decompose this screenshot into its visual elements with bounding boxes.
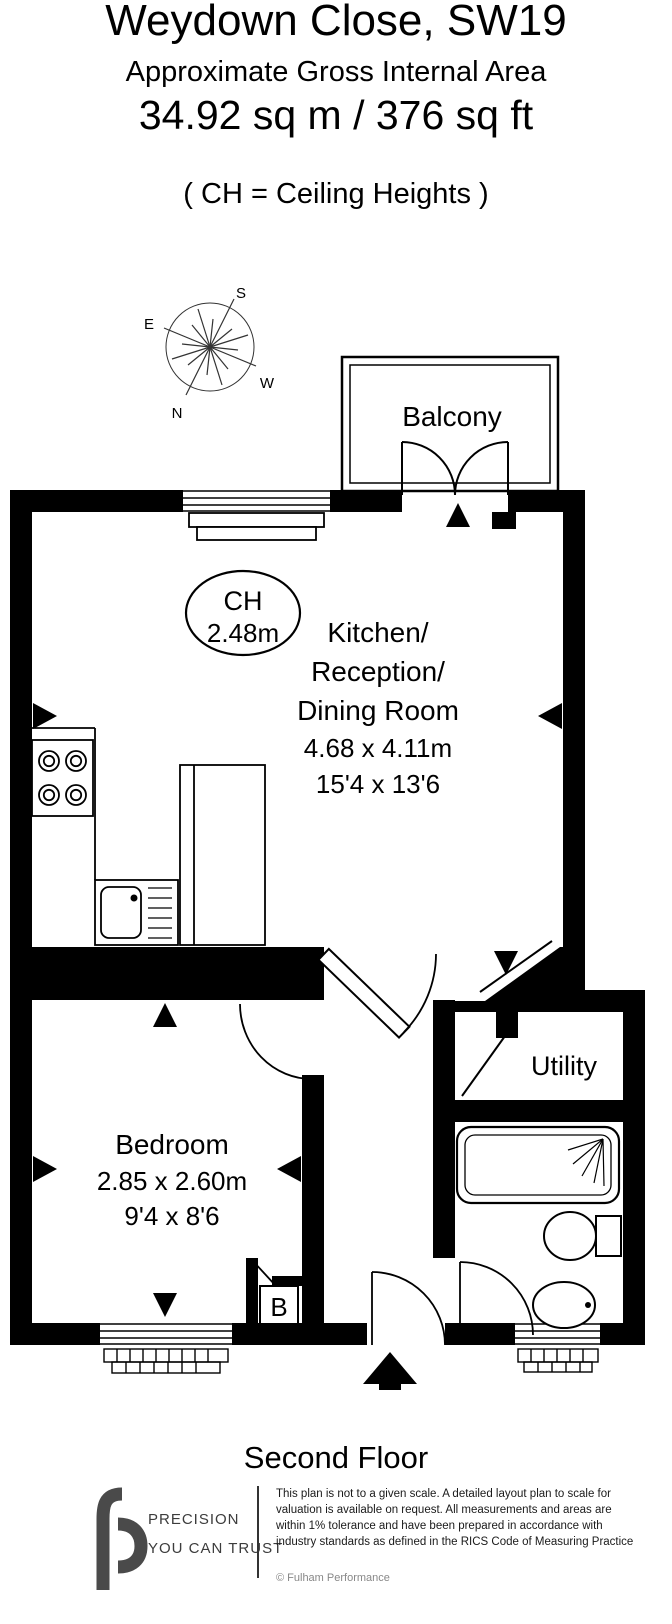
bulkhead-line — [479, 940, 553, 993]
page-title: Weydown Close, SW19 — [105, 0, 567, 45]
floor-plan: S E W N Balcony — [10, 285, 645, 1390]
utility-door — [461, 1035, 506, 1097]
disclaimer: This plan is not to a given scale. A det… — [276, 1486, 633, 1550]
entrance-arrow — [363, 1352, 417, 1390]
brand-text: PRECISION YOU CAN TRUST — [148, 1506, 283, 1563]
kitchen-door — [317, 947, 437, 1039]
compass-n: N — [172, 405, 183, 422]
balcony-doors — [401, 441, 509, 496]
utility-label: Utility — [531, 1051, 597, 1081]
ch-badge-line2: 2.48m — [207, 618, 279, 648]
compass-e: E — [144, 316, 154, 333]
boiler-label: B — [270, 1292, 287, 1322]
bedroom-door — [239, 1003, 313, 1080]
kitchen-window — [183, 490, 330, 541]
fp-logo — [96, 1487, 148, 1590]
footer-divider — [257, 1486, 259, 1578]
ceiling-height-badge — [184, 569, 302, 657]
measurement-arrows — [33, 503, 562, 1317]
kitchen-label-3: Dining Room — [297, 695, 459, 726]
footer: PRECISION YOU CAN TRUST This plan is not… — [0, 1484, 672, 1604]
compass-w: W — [260, 375, 275, 392]
shower-icon — [567, 1138, 605, 1187]
boiler-closet — [251, 1259, 299, 1325]
disclaimer-line: This plan is not to a given scale. A det… — [276, 1488, 611, 1500]
balcony — [340, 355, 560, 493]
kitchen-dims-imperial: 15'4 x 13'6 — [316, 769, 440, 799]
walls — [10, 490, 645, 1345]
entrance-door — [371, 1271, 446, 1346]
bedroom-label: Bedroom — [115, 1129, 229, 1160]
brand-line1: PRECISION — [148, 1511, 240, 1528]
disclaimer-line: valuation is available on request. All m… — [276, 1504, 612, 1517]
toilet — [543, 1211, 622, 1261]
kitchen-dims-metric: 4.68 x 4.11m — [304, 733, 452, 763]
disclaimer-line: industry standards as defined in the RIC… — [276, 1536, 634, 1549]
kitchen-counter — [32, 727, 266, 946]
sink — [94, 879, 179, 946]
bedroom-window — [100, 1323, 232, 1374]
bedroom-dims-imperial: 9'4 x 8'6 — [124, 1201, 219, 1231]
subtitle: Approximate Gross Internal Area — [125, 56, 547, 88]
copyright: © Fulham Performance — [276, 1572, 390, 1584]
gross-internal-area: 34.92 sq m / 376 sq ft — [138, 92, 534, 138]
bathroom-window — [515, 1323, 600, 1373]
compass-icon — [163, 298, 257, 396]
bathroom-door — [459, 1261, 534, 1336]
floor-label: Second Floor — [243, 1440, 429, 1475]
compass-s: S — [236, 285, 246, 302]
hob — [31, 739, 94, 817]
ceiling-heights-note: ( CH = Ceiling Heights ) — [183, 178, 489, 210]
bathtub — [455, 1125, 621, 1205]
ch-badge-line1: CH — [224, 586, 263, 616]
kitchen-label-1: Kitchen/ — [327, 617, 428, 648]
kitchen-label-2: Reception/ — [311, 656, 445, 687]
basin — [532, 1281, 596, 1329]
bedroom-dims-metric: 2.85 x 2.60m — [97, 1166, 247, 1196]
brand-line2: YOU CAN TRUST — [148, 1539, 284, 1557]
balcony-label: Balcony — [402, 401, 502, 432]
disclaimer-line: within 1% tolerance and have been prepar… — [276, 1520, 603, 1533]
